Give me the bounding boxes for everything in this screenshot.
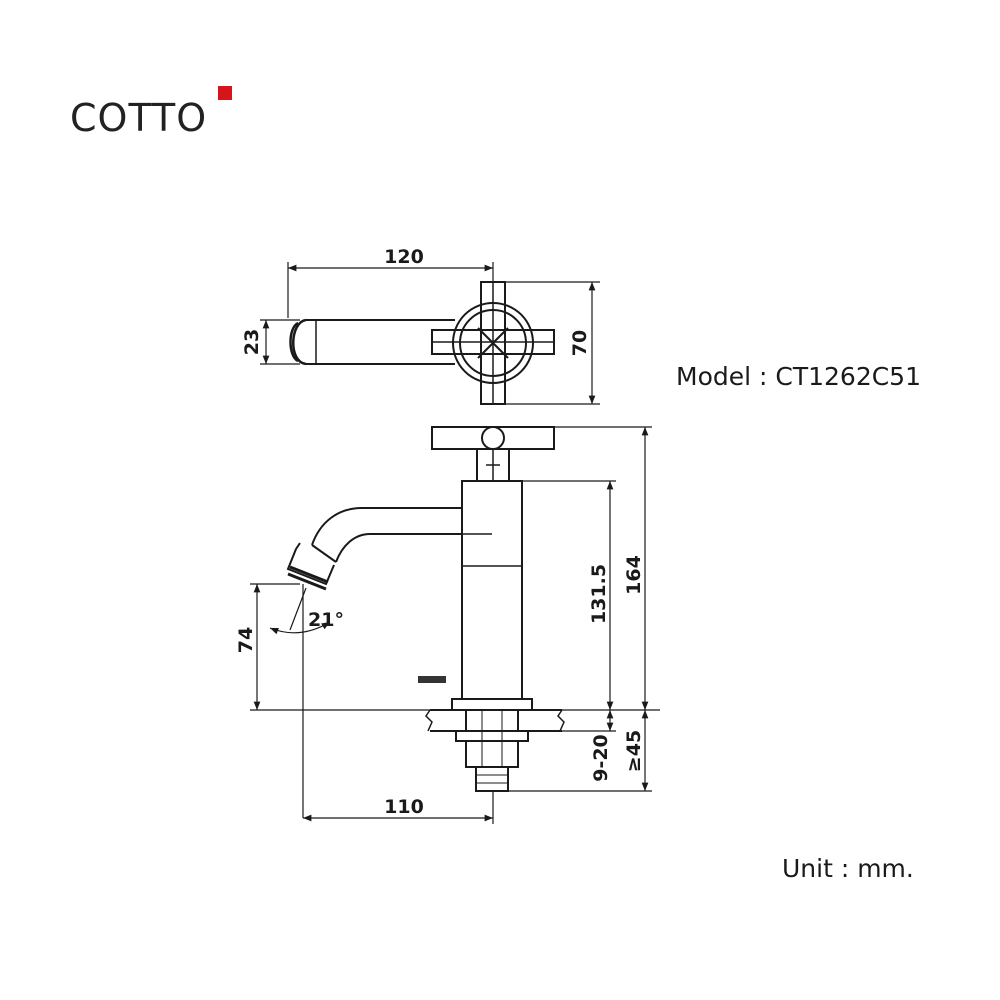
dim-45-label: ≥45: [623, 730, 645, 772]
front-view-handle: [431, 426, 555, 482]
dim-74-label: 74: [235, 627, 257, 653]
dim-110-label: 110: [384, 796, 424, 818]
dim-45: ≥45: [508, 710, 652, 792]
dim-164: 164: [554, 426, 652, 710]
top-view-spout: [289, 318, 455, 366]
front-view: 164 131.5 9-20 ≥45 74: [235, 426, 660, 824]
dim-9-20: 9-20: [562, 710, 616, 782]
dim-74: 74: [235, 583, 300, 710]
brand-name: COTTO: [70, 96, 208, 140]
dim-21-label: 21°: [308, 609, 344, 631]
dim-120: 120: [287, 246, 494, 318]
dim-131-5: 131.5: [522, 480, 616, 710]
dim-21-degree: 21°: [269, 584, 344, 818]
unit-label: Unit : mm.: [782, 854, 914, 883]
front-view-spout: [286, 507, 462, 591]
dim-131-5-label: 131.5: [588, 564, 610, 624]
dim-23: 23: [241, 319, 300, 365]
dim-23-label: 23: [241, 329, 263, 355]
body-brand-mark-icon: [418, 676, 446, 683]
dim-110: 110: [303, 791, 494, 824]
front-view-base: [425, 698, 565, 792]
dim-9-20-label: 9-20: [590, 734, 612, 782]
top-view-handle: [431, 281, 555, 405]
cotto-logo: COTTO: [70, 86, 240, 146]
brand-red-square-icon: [218, 86, 232, 100]
dim-164-label: 164: [623, 555, 645, 595]
top-view: 120 23 70: [241, 246, 600, 405]
model-label: Model : CT1262C51: [676, 362, 921, 391]
front-view-body: [418, 480, 523, 700]
dim-120-label: 120: [384, 246, 424, 268]
dim-70-label: 70: [569, 330, 591, 356]
dim-70: 70: [505, 281, 600, 405]
